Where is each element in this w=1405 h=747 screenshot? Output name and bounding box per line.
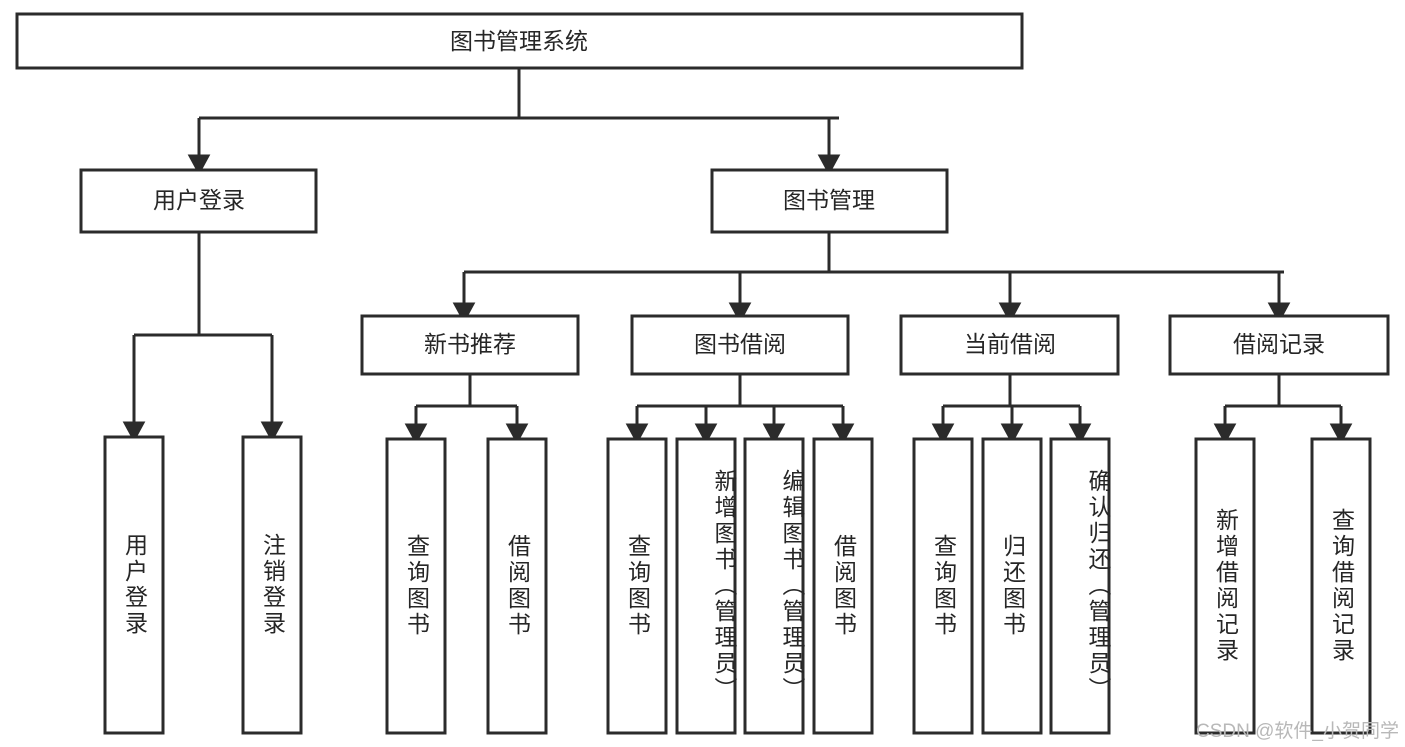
leaf-box[interactable]	[743, 437, 805, 735]
csdn-watermark: CSDN @软件_小贺同学	[1196, 721, 1399, 742]
leaf-box[interactable]	[606, 437, 668, 735]
leaf-box[interactable]	[103, 435, 165, 735]
connector-newbook-to-leaves	[404, 374, 529, 445]
leaf-box[interactable]	[1194, 437, 1256, 735]
leaf-box[interactable]	[486, 437, 548, 735]
connector-borrow-to-leaves	[625, 374, 855, 445]
leaf-box[interactable]	[1310, 437, 1372, 735]
leaf-box[interactable]	[981, 437, 1043, 735]
connector-root-to-level2	[187, 68, 841, 176]
node-borrow-record[interactable]: 借阅记录	[1168, 314, 1390, 376]
node-borrow-record-label: 借阅记录	[1233, 331, 1325, 357]
node-root[interactable]: 图书管理系统	[15, 12, 1024, 70]
node-new-book-recommend[interactable]: 新书推荐	[360, 314, 580, 376]
leaf-box[interactable]	[385, 437, 447, 735]
node-book-borrow[interactable]: 图书借阅	[630, 314, 850, 376]
node-user-login[interactable]: 用户登录	[79, 168, 318, 234]
leaf-box[interactable]	[1049, 437, 1111, 735]
leaf-box[interactable]	[912, 437, 974, 735]
node-book-management-label: 图书管理	[783, 187, 875, 213]
node-current-borrow[interactable]: 当前借阅	[899, 314, 1120, 376]
node-new-book-recommend-label: 新书推荐	[424, 331, 516, 357]
node-user-login-label: 用户登录	[153, 187, 245, 213]
node-root-label: 图书管理系统	[450, 28, 588, 54]
node-book-management[interactable]: 图书管理	[710, 168, 949, 234]
leaf-boxes	[103, 435, 1372, 735]
node-book-borrow-label: 图书借阅	[694, 331, 786, 357]
connector-record-to-leaves	[1213, 374, 1353, 445]
leaf-box[interactable]	[241, 435, 303, 735]
leaf-box[interactable]	[812, 437, 874, 735]
node-current-borrow-label: 当前借阅	[964, 331, 1056, 357]
connector-bookmgmt-to-level3	[452, 232, 1291, 324]
leaf-box[interactable]	[675, 437, 737, 735]
connector-userlogin-to-leaves	[122, 232, 284, 443]
connector-current-to-leaves	[931, 374, 1092, 445]
